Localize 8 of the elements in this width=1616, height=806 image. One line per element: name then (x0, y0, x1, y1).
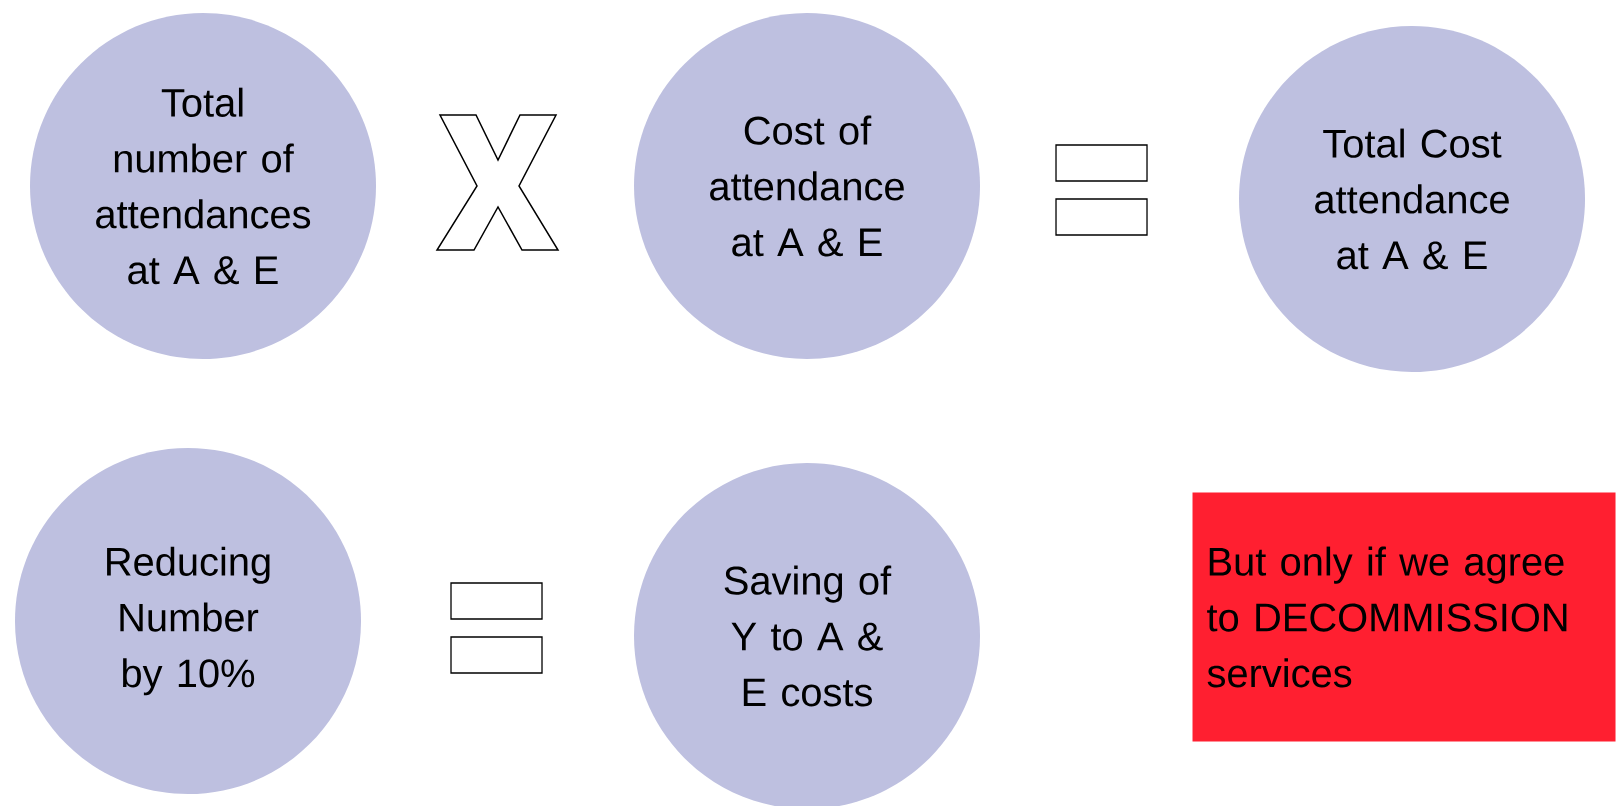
circle-node: Reducing Number by 10% (15, 448, 361, 794)
circle-node: Cost of attendance at A & E (634, 13, 980, 359)
times-sign (435, 114, 560, 251)
circle-node: Total Cost attendance at A & E (1239, 26, 1585, 372)
warning-box: But only if we agree to DECOMMISSION services (1192, 492, 1616, 742)
circle-node: Total number of attendances at A & E (30, 13, 376, 359)
equals-sign (1055, 144, 1148, 236)
equals-sign (450, 582, 543, 674)
